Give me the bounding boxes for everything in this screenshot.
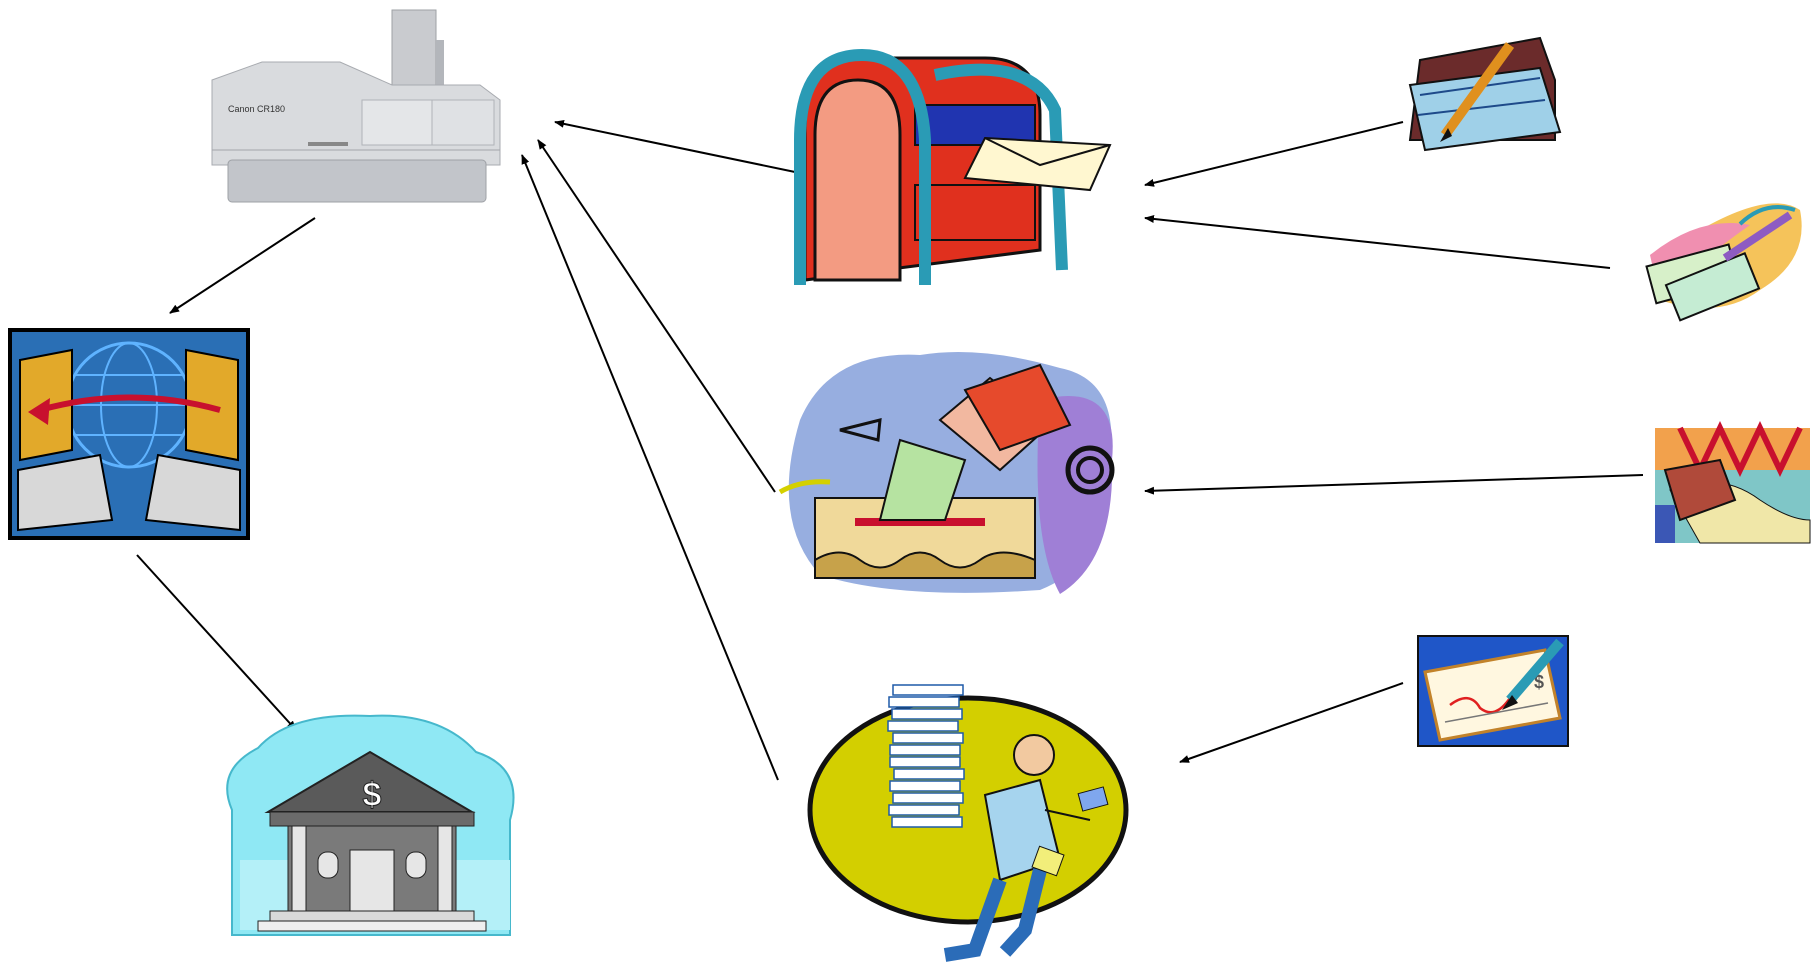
check-with-pen-icon — [1408, 36, 1562, 152]
arrow-scanner-to-network — [169, 217, 316, 314]
arrow-mailbox-to-scanner — [554, 119, 796, 173]
bank-building-icon: $ — [226, 714, 515, 936]
checks-and-pen-icon — [1645, 203, 1802, 322]
signed-check-icon: $ — [1417, 635, 1569, 747]
scanner-brand-label: Canon CR180 — [228, 104, 285, 114]
mailbox-icon — [794, 48, 1112, 285]
courier-carrying-papers-icon — [807, 684, 1129, 962]
check-scanner-icon: Canon CR180 — [211, 9, 501, 203]
connectors — [136, 119, 1644, 781]
computer-network-transfer-icon — [8, 328, 250, 540]
arrow-courier-to-scanner — [521, 154, 779, 781]
arrow-statement-to-dropbox — [1144, 474, 1644, 495]
payment-drop-box-icon — [778, 351, 1115, 594]
arrow-dropbox-to-scanner — [537, 139, 776, 493]
arrow-checks-pen-to-mailbox — [1144, 214, 1611, 269]
arrow-signed-check-to-courier — [1179, 682, 1404, 763]
statement-collage-icon — [1655, 421, 1811, 544]
check-dollar-sign: $ — [1534, 672, 1544, 692]
bank-dollar-sign: $ — [363, 776, 382, 814]
arrow-check-pen-to-mailbox — [1144, 121, 1404, 187]
arrow-network-to-bank — [136, 554, 297, 731]
